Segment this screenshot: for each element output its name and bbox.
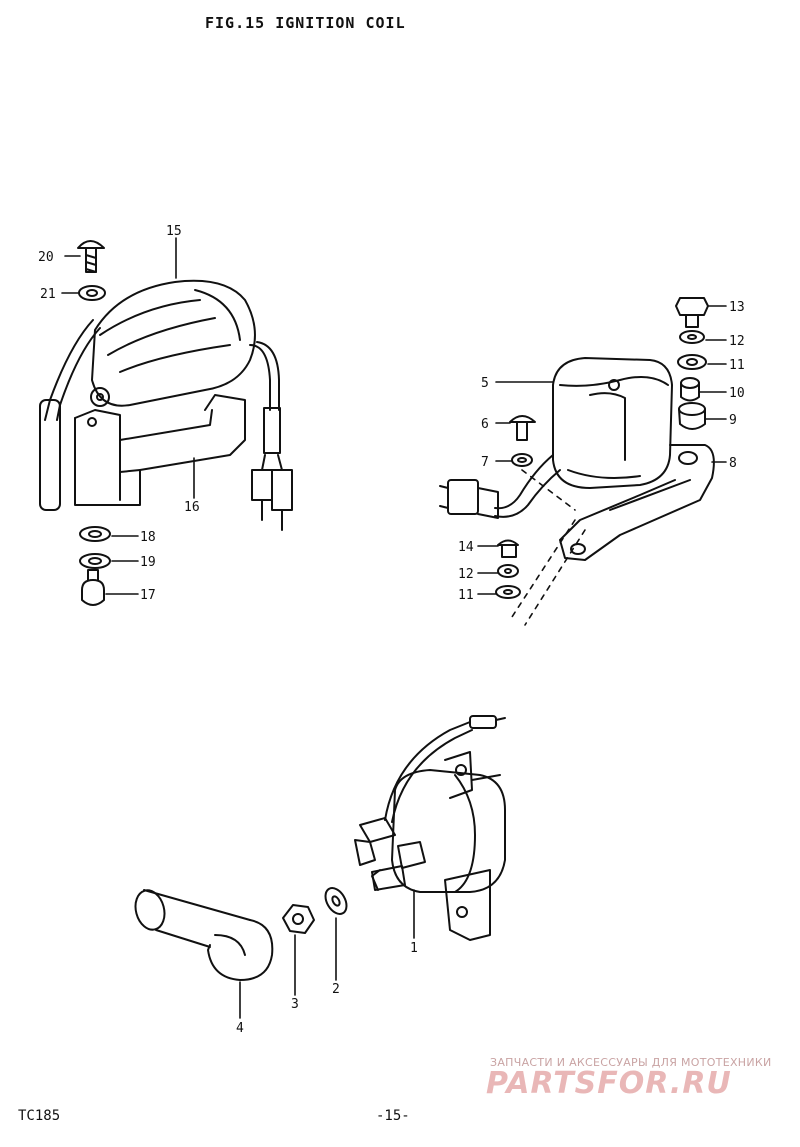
label-2: 2 — [332, 982, 340, 997]
washer-11-upper — [677, 354, 707, 370]
washer-7 — [511, 453, 533, 467]
label-3: 3 — [291, 997, 299, 1012]
label-14: 14 — [458, 540, 474, 555]
label-11-upper: 11 — [729, 358, 745, 373]
starter-relay-1 — [354, 751, 506, 941]
label-4: 4 — [236, 1021, 244, 1036]
coil-bracket — [74, 394, 246, 506]
primary-lead-wire — [249, 341, 293, 531]
bolt-13 — [675, 297, 709, 328]
label-18: 18 — [140, 530, 156, 545]
label-6: 6 — [481, 417, 489, 432]
washer-21 — [78, 285, 106, 301]
cushion-9 — [678, 402, 706, 430]
label-10: 10 — [729, 386, 745, 401]
nut-17 — [81, 569, 105, 606]
washer-18 — [79, 526, 111, 542]
label-11-lower: 11 — [458, 588, 474, 603]
label-20: 20 — [38, 250, 54, 265]
label-8: 8 — [729, 456, 737, 471]
label-17: 17 — [140, 588, 156, 603]
dashed-leaders-regulator — [509, 469, 586, 626]
label-21: 21 — [40, 287, 56, 302]
collar-10 — [680, 377, 700, 402]
model-code: TC185 — [18, 1108, 61, 1124]
relay-lead-wire — [384, 715, 506, 823]
label-19: 19 — [140, 555, 156, 570]
watermark-logo: PARTSFOR.RU — [486, 1066, 732, 1101]
label-5: 5 — [481, 376, 489, 391]
page-number: -15- — [376, 1108, 410, 1124]
label-7: 7 — [481, 455, 489, 470]
watermark-tagline: ЗАПЧАСТИ И АКСЕССУАРЫ ДЛЯ МОТОТЕХНИКИ — [490, 1056, 772, 1069]
part-number-labels: 20 21 15 16 18 19 17 13 12 11 10 9 8 5 6… — [38, 224, 745, 1036]
nut-3 — [282, 904, 315, 934]
figure-title: FIG.15 IGNITION COIL — [205, 14, 406, 32]
washer-11-lower — [495, 585, 521, 599]
washer-12-upper — [679, 330, 705, 344]
washer-2 — [324, 887, 348, 915]
high-tension-cable — [39, 319, 101, 511]
regulator-wire-harness — [439, 454, 561, 519]
leader-lines — [61, 237, 727, 1019]
label-16: 16 — [184, 500, 200, 515]
washer-19 — [79, 553, 111, 569]
label-15: 15 — [166, 224, 182, 239]
washer-12-lower — [497, 564, 519, 578]
label-13: 13 — [729, 300, 745, 315]
terminal-cap-4 — [134, 889, 274, 981]
regulator-bracket-8 — [559, 444, 715, 561]
bolt-14 — [497, 539, 519, 558]
screw-20 — [77, 240, 105, 273]
ignition-coil — [90, 279, 256, 407]
label-12-lower: 12 — [458, 567, 474, 582]
screw-6 — [509, 415, 536, 441]
label-9: 9 — [729, 413, 737, 428]
regulator — [552, 357, 673, 489]
label-1: 1 — [410, 941, 418, 956]
label-12-upper: 12 — [729, 334, 745, 349]
